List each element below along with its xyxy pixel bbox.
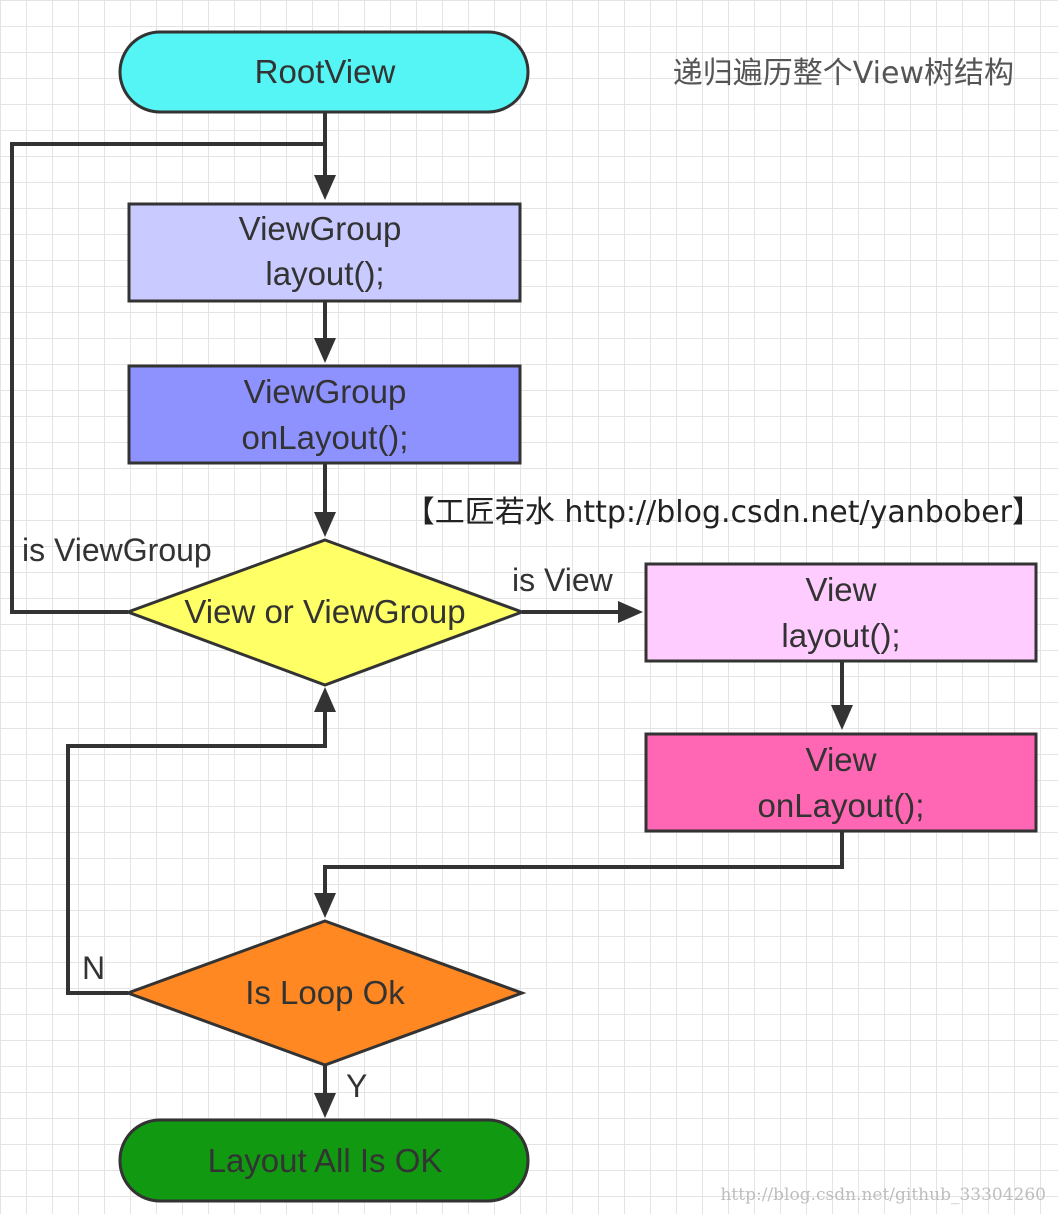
end-node: Layout All Is OK (118, 1118, 530, 1203)
arrowhead (314, 1093, 336, 1118)
view-layout-node: View layout(); (644, 562, 1038, 663)
view-layout-line2: layout(); (781, 617, 900, 654)
view-onlayout-line1: View (806, 741, 877, 778)
viewgroup-onlayout-line1: ViewGroup (244, 373, 407, 410)
edge-label-no: N (82, 950, 105, 986)
viewgroup-onlayout-line2: onLayout(); (242, 419, 409, 456)
viewgroup-layout-shape (127, 202, 522, 303)
viewgroup-onlayout-shape (127, 364, 522, 465)
loop-decision-shape (123, 919, 527, 1067)
loop-decision-node: Is Loop Ok (123, 919, 527, 1067)
arrowhead (618, 601, 643, 623)
arrowhead (314, 338, 336, 363)
loop-decision-label: Is Loop Ok (245, 974, 405, 1011)
view-onlayout-line2: onLayout(); (758, 787, 925, 824)
root-node-shape (118, 30, 530, 114)
edge-view-onlayout-to-loop (323, 832, 844, 893)
note-text: 递归遍历整个View树结构 (673, 56, 1014, 91)
view-onlayout-node: View onLayout(); (644, 732, 1038, 833)
view-onlayout-shape (644, 732, 1038, 833)
viewgroup-onlayout-node: ViewGroup onLayout(); (127, 364, 522, 465)
arrowhead (831, 705, 853, 730)
edge-label-is-view: is View (512, 562, 614, 598)
credit-text: 【工匠若水 http://blog.csdn.net/yanbober】 (405, 495, 1042, 530)
viewgroup-layout-line1: ViewGroup (239, 210, 402, 247)
root-node-label: RootView (255, 53, 396, 90)
type-decision-node: View or ViewGroup (123, 538, 527, 687)
arrowhead (314, 175, 336, 200)
edge-loop-no (66, 712, 327, 995)
viewgroup-layout-node: ViewGroup layout(); (127, 202, 522, 303)
type-decision-label: View or ViewGroup (184, 593, 465, 630)
end-node-shape (118, 1118, 530, 1203)
end-node-label: Layout All Is OK (208, 1142, 443, 1179)
view-layout-line1: View (806, 571, 877, 608)
viewgroup-layout-line2: layout(); (265, 255, 384, 292)
arrowhead (314, 687, 336, 712)
edge-label-yes: Y (346, 1068, 367, 1104)
arrowhead (314, 893, 336, 918)
type-decision-shape (123, 538, 527, 687)
watermark-text: http://blog.csdn.net/github_33304260 (720, 1185, 1046, 1205)
arrowhead (314, 512, 336, 537)
edge-is-viewgroup-loop (10, 142, 325, 614)
edges (10, 113, 853, 1118)
root-node: RootView (118, 30, 530, 114)
edge-label-is-viewgroup: is ViewGroup (22, 532, 212, 568)
view-layout-shape (644, 562, 1038, 663)
